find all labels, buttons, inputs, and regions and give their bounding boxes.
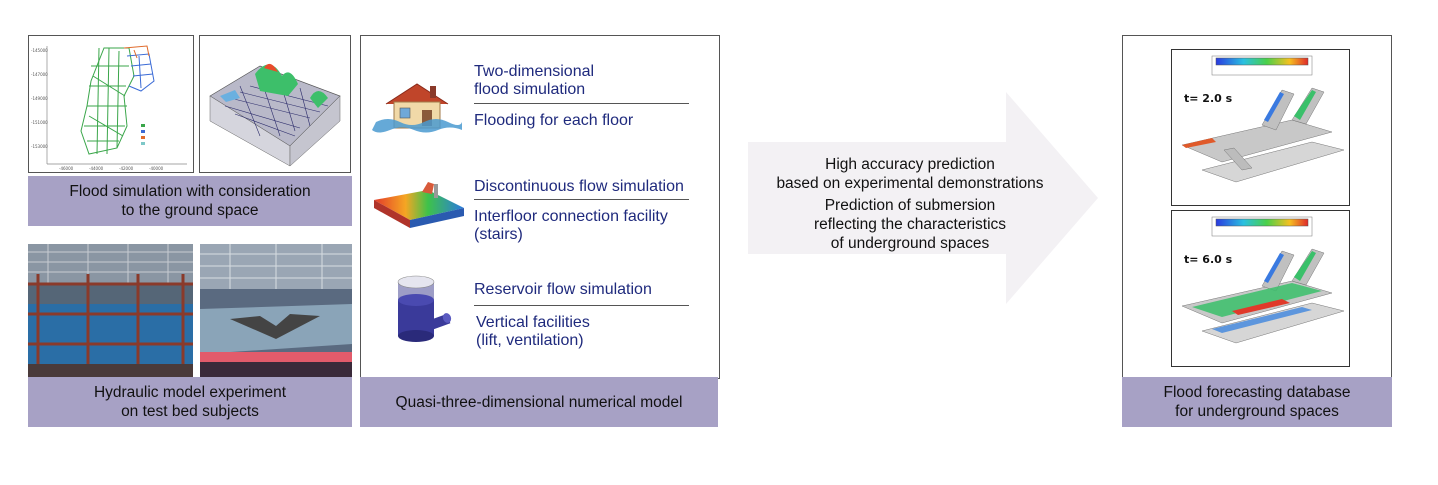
stairs-simulation-icon	[372, 180, 466, 236]
process-arrow	[748, 92, 1098, 304]
ground-space-caption-line1: Flood simulation with consideration	[69, 183, 311, 200]
simulation-result-2: t= 6.0 s	[1171, 210, 1350, 367]
svg-text:-42000: -42000	[119, 166, 134, 171]
arrow-text-line4: reflecting the characteristics	[813, 216, 1007, 233]
experiment-photo-1	[28, 244, 193, 377]
svg-text:-151000: -151000	[31, 120, 48, 125]
terrain-3d-image	[199, 35, 351, 173]
forecast-caption: Flood forecasting database for undergrou…	[1122, 377, 1392, 427]
svg-text:-145000: -145000	[31, 48, 48, 53]
reservoir-title: Reservoir flow simulation	[474, 281, 652, 298]
arrow-text-line3: Prediction of submersion	[824, 197, 996, 214]
vertical-subtitle-line1: Vertical facilities	[476, 314, 590, 331]
experiment-photo-2	[200, 244, 352, 377]
svg-text:-40000: -40000	[149, 166, 164, 171]
hydraulic-caption: Hydraulic model experiment on test bed s…	[28, 377, 352, 427]
discontinuous-title: Discontinuous flow simulation	[474, 178, 684, 195]
hydraulic-caption-line2: on test bed subjects	[121, 403, 259, 420]
numerical-model-caption-text: Quasi-three-dimensional numerical model	[395, 393, 683, 411]
svg-text:-44000: -44000	[89, 166, 104, 171]
svg-text:-153000: -153000	[31, 144, 48, 149]
arrow-text-line5: of underground spaces	[830, 235, 990, 252]
svg-text:-149000: -149000	[31, 96, 48, 101]
arrow-text-line2: based on experimental demonstrations	[776, 175, 1044, 192]
flood-map-image: -145000 -147000 -149000 -151000 -153000 -4…	[28, 35, 194, 173]
two-dim-title-line1: Two-dimensional	[474, 63, 595, 80]
ground-space-caption-line2: to the ground space	[121, 202, 259, 219]
interfloor-subtitle-line2: (stairs)	[474, 226, 523, 243]
numerical-model-caption: Quasi-three-dimensional numerical model	[360, 377, 718, 427]
hydraulic-caption-line1: Hydraulic model experiment	[93, 384, 287, 401]
forecast-caption-line1: Flood forecasting database	[1163, 384, 1351, 401]
svg-text:-46000: -46000	[59, 166, 74, 171]
interfloor-subtitle-line1: Interfloor connection facility	[474, 208, 668, 225]
sim2-time-label: t= 6.0 s	[1184, 253, 1233, 266]
reservoir-icon	[392, 270, 454, 350]
simulation-result-1: t= 2.0 s	[1171, 49, 1350, 206]
divider-1	[474, 103, 689, 104]
ground-space-caption: Flood simulation with consideration to t…	[28, 176, 352, 226]
arrow-text-line1: High accuracy prediction	[825, 156, 995, 173]
divider-2	[474, 199, 689, 200]
svg-text:-147000: -147000	[31, 72, 48, 77]
two-dim-title-line2: flood simulation	[474, 81, 586, 98]
forecast-caption-line2: for underground spaces	[1175, 403, 1339, 420]
vertical-subtitle-line2: (lift, ventilation)	[476, 332, 584, 349]
sim1-time-label: t= 2.0 s	[1184, 92, 1233, 105]
house-flood-icon	[372, 78, 462, 138]
divider-3	[474, 305, 689, 306]
two-dim-subtitle: Flooding for each floor	[474, 112, 634, 129]
